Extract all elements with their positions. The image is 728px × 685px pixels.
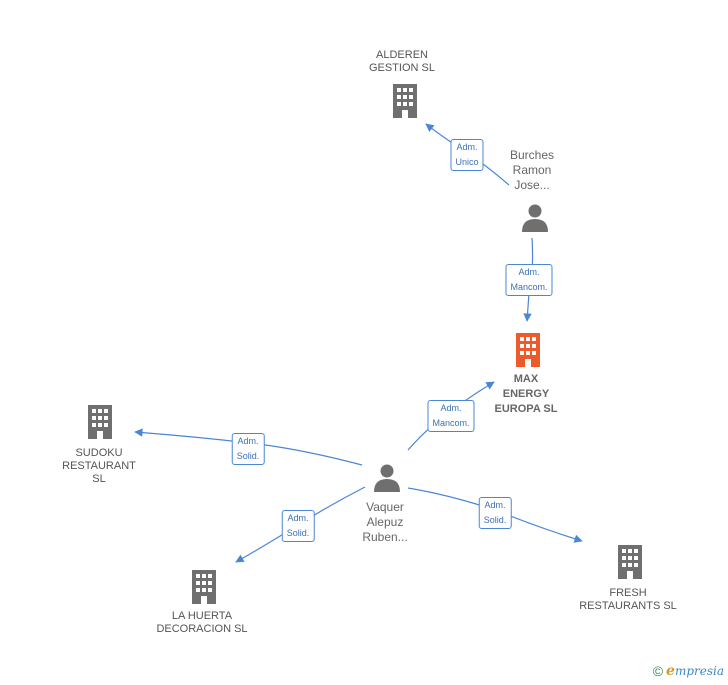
node-label-alderen[interactable]: ALDEREN GESTION SL bbox=[368, 49, 436, 74]
building-icon-focus[interactable] bbox=[514, 333, 542, 372]
building-icon[interactable] bbox=[190, 570, 218, 609]
edge-role-badge[interactable]: Adm. Solid. bbox=[281, 510, 315, 542]
node-label-fresh[interactable]: FRESH RESTAURANTS SL bbox=[579, 587, 677, 612]
building-icon[interactable] bbox=[616, 545, 644, 584]
edge-role-badge[interactable]: Adm. Mancom. bbox=[505, 264, 553, 296]
building-icon-fresh bbox=[618, 545, 642, 579]
node-label-vaquer[interactable]: Vaquer Alepuz Ruben... bbox=[362, 500, 408, 544]
building-icon-sudoku bbox=[88, 405, 112, 439]
brand-initial: e bbox=[666, 663, 675, 679]
node-label-sudoku[interactable]: SUDOKU RESTAURANT SL bbox=[62, 447, 136, 485]
person-icon[interactable] bbox=[520, 203, 550, 238]
person-icon-vaquer bbox=[374, 464, 400, 492]
building-icon-huerta bbox=[192, 570, 216, 604]
person-icon[interactable] bbox=[372, 463, 402, 498]
building-icon-max bbox=[516, 333, 540, 367]
edge-role-badge[interactable]: Adm. Unico bbox=[450, 139, 484, 171]
node-label-max[interactable]: MAX ENERGY EUROPA SL bbox=[494, 373, 558, 415]
building-icon[interactable] bbox=[86, 405, 114, 444]
building-icon[interactable] bbox=[391, 84, 419, 123]
footer-credit: © empresia bbox=[653, 663, 724, 679]
person-icon-burches bbox=[522, 204, 548, 232]
brand-name: mpresia bbox=[674, 664, 724, 678]
node-label-huerta[interactable]: LA HUERTA DECORACION SL bbox=[156, 610, 248, 635]
node-label-burches[interactable]: Burches Ramon Jose... bbox=[509, 148, 555, 192]
edge-role-badge[interactable]: Adm. Solid. bbox=[478, 497, 512, 529]
copyright-symbol: © bbox=[652, 663, 664, 679]
empresia-logo[interactable]: empresia bbox=[666, 663, 724, 679]
building-icon-alderen bbox=[393, 84, 417, 118]
edge-role-badge[interactable]: Adm. Solid. bbox=[231, 433, 265, 465]
edge-role-badge[interactable]: Adm. Mancom. bbox=[427, 400, 475, 432]
